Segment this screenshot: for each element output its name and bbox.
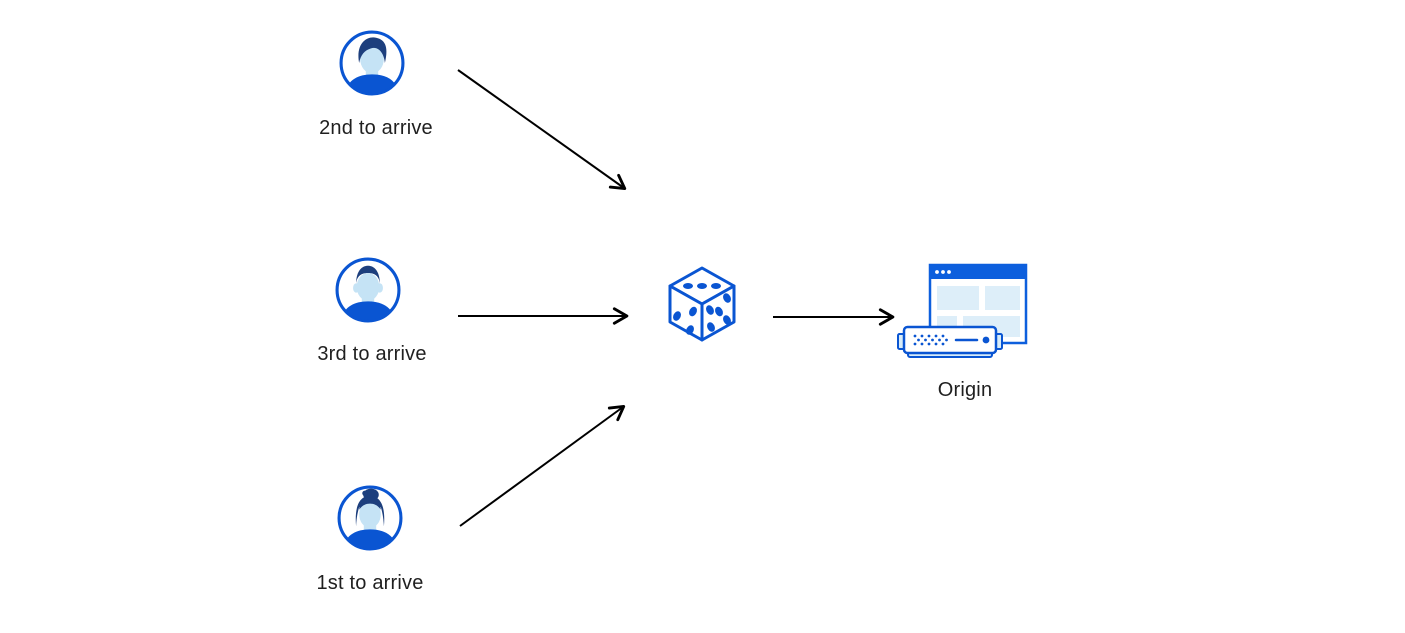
node-randomizer bbox=[666, 265, 738, 343]
node-client-2nd bbox=[339, 30, 405, 96]
arrow-2nd-to-dice bbox=[457, 69, 627, 190]
label-origin: Origin bbox=[937, 379, 993, 401]
user-avatar-female-bun-icon bbox=[337, 485, 403, 551]
user-avatar-male-short-hair-icon bbox=[335, 257, 401, 323]
user-avatar-male-quiff-icon bbox=[339, 30, 405, 96]
label-1st-to-arrive: 1st to arrive bbox=[316, 572, 424, 594]
node-origin bbox=[896, 256, 1028, 362]
label-2nd-to-arrive: 2nd to arrive bbox=[319, 117, 433, 139]
node-client-1st bbox=[337, 485, 403, 551]
arrow-1st-to-dice bbox=[459, 405, 626, 527]
origin-browser-and-server-icon bbox=[897, 263, 1028, 358]
node-client-3rd bbox=[335, 257, 401, 323]
dice-icon bbox=[668, 266, 736, 342]
label-3rd-to-arrive: 3rd to arrive bbox=[317, 343, 427, 365]
